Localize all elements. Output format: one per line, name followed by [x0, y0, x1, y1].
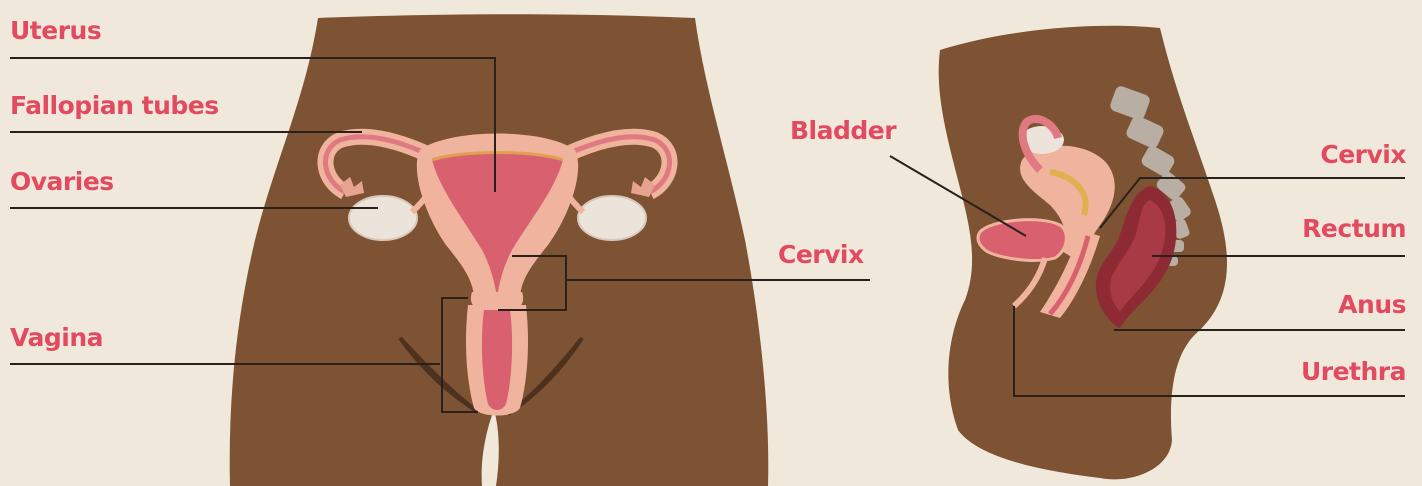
label-urethra: Urethra [1301, 357, 1406, 387]
front-view [230, 14, 769, 486]
label-cervix-front: Cervix [778, 240, 864, 270]
label-fallopian-tubes: Fallopian tubes [10, 91, 219, 121]
label-rectum: Rectum [1302, 214, 1406, 244]
vagina-canal [482, 310, 512, 410]
label-uterus: Uterus [10, 16, 101, 46]
ovary-left [349, 196, 417, 240]
label-anus: Anus [1338, 290, 1406, 320]
label-bladder: Bladder [790, 116, 896, 146]
side-view [939, 26, 1227, 480]
label-ovaries: Ovaries [10, 167, 114, 197]
label-vagina: Vagina [10, 323, 103, 353]
label-cervix-side: Cervix [1320, 140, 1406, 170]
ovary-right [578, 196, 646, 240]
